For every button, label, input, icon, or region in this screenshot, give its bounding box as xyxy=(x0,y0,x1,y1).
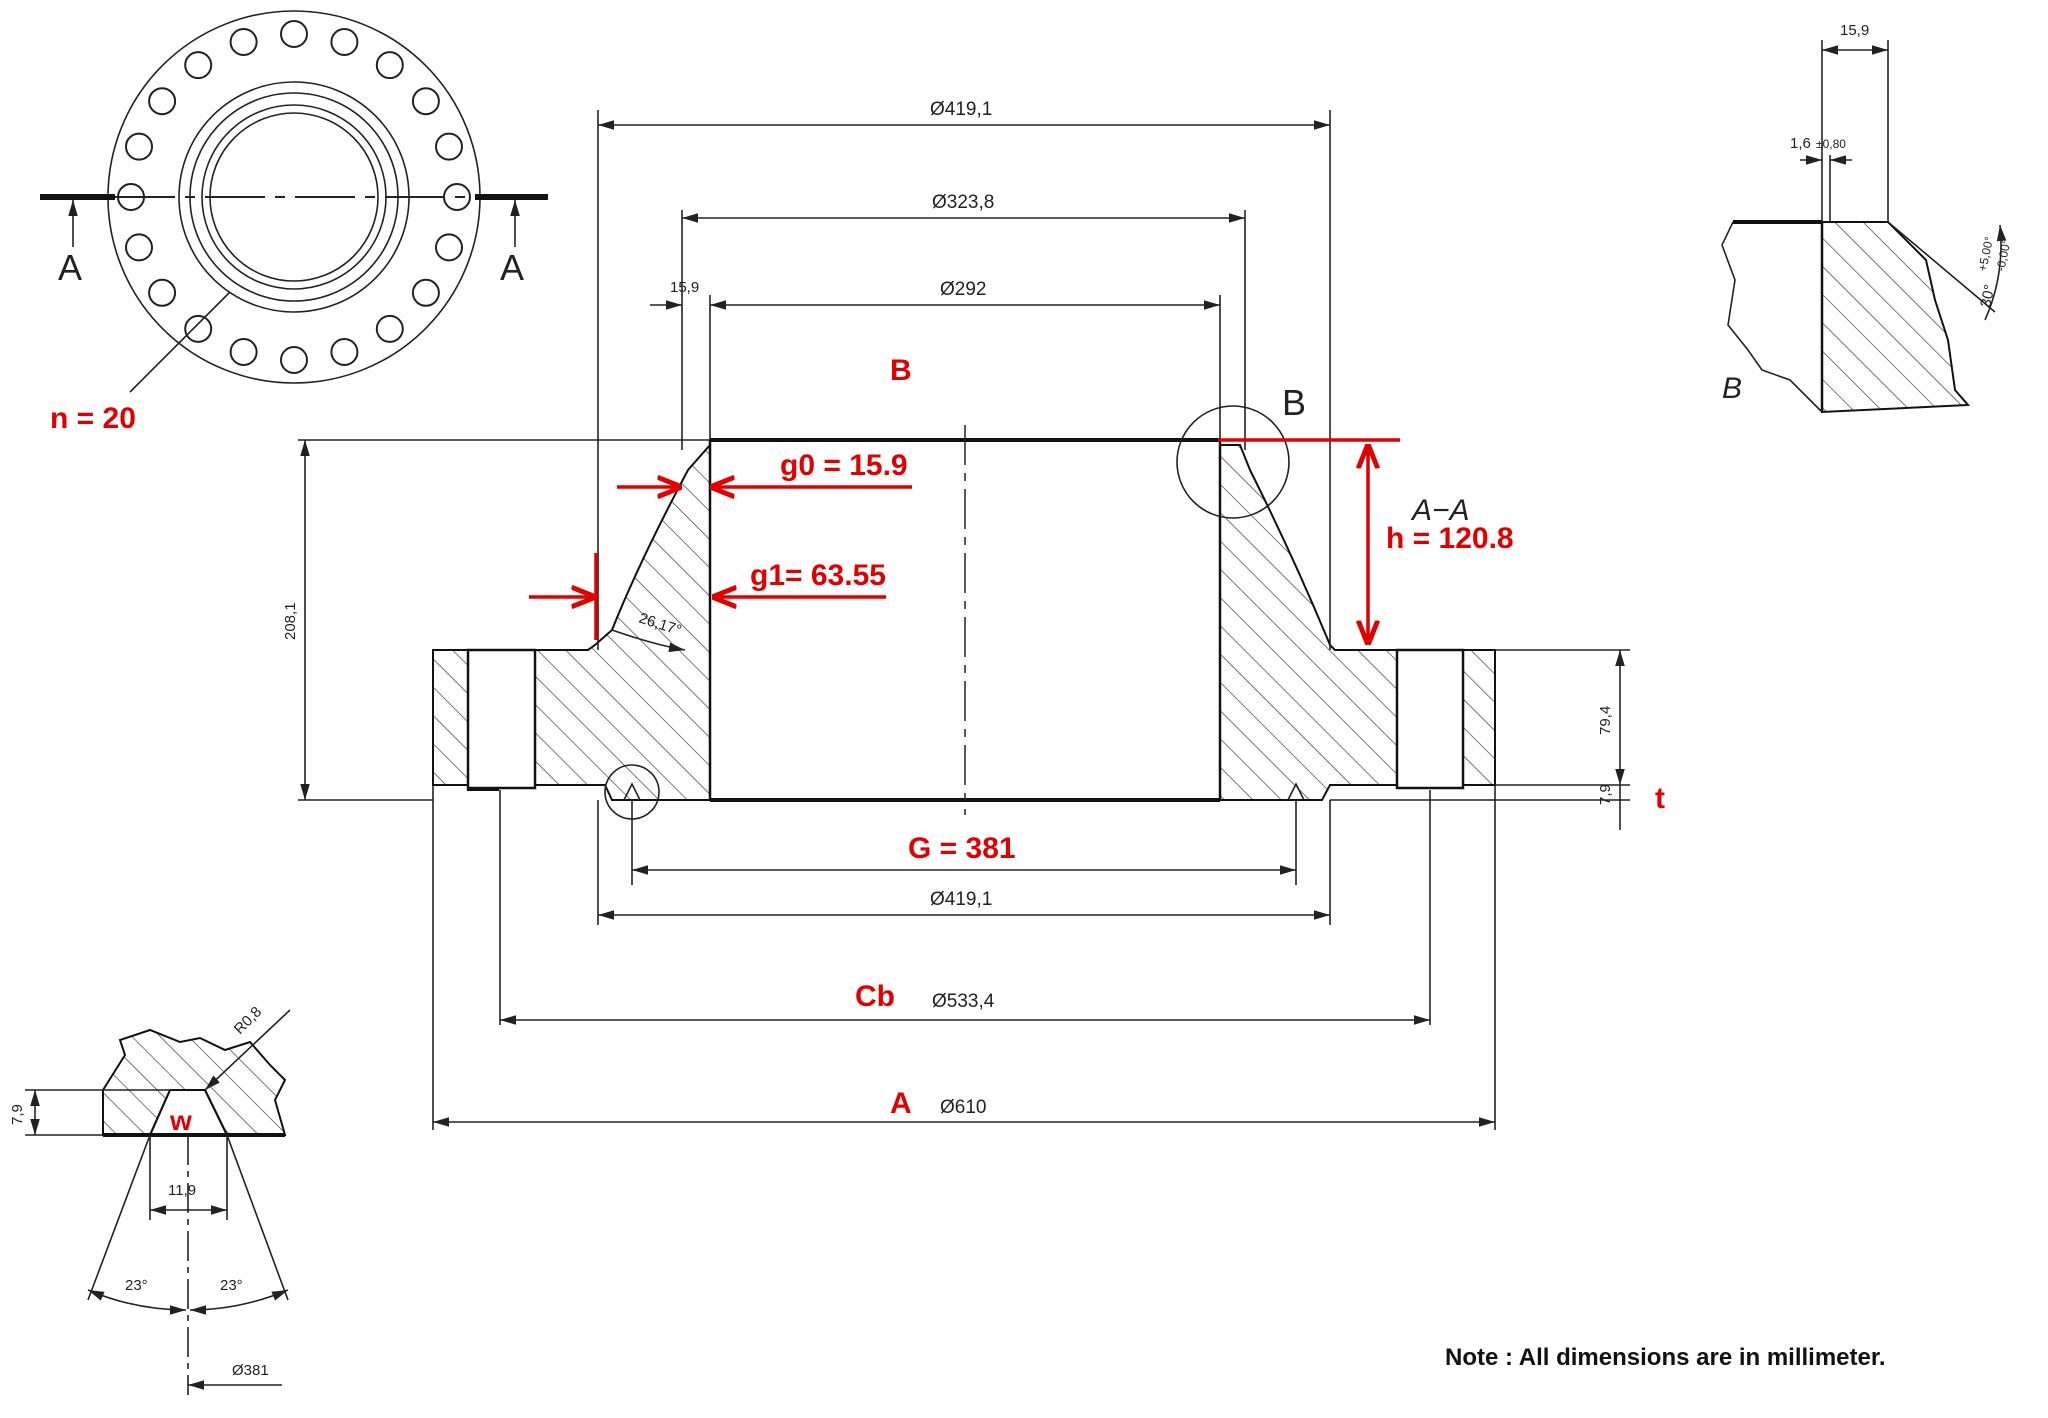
bolt-hole xyxy=(330,338,359,366)
bolt-hole xyxy=(148,278,177,307)
bolt-hole xyxy=(125,132,153,161)
bolt-hole xyxy=(330,28,359,56)
annotation-h: h = 120.8 xyxy=(1386,522,1514,555)
groove-angle-right: 23° xyxy=(220,1277,243,1294)
detail-b-view: 15,9 1,6 ±0,80 30° +5,00° -0,00° B xyxy=(1721,22,2014,414)
groove-diameter: Ø381 xyxy=(232,1362,269,1379)
bolt-hole xyxy=(125,233,153,262)
bolt-hole xyxy=(375,51,404,80)
annotation-w: w xyxy=(169,1105,192,1136)
detail-b-width: 15,9 xyxy=(1840,22,1869,39)
annotation-G: G = 381 xyxy=(908,832,1016,865)
detail-b-marker: B xyxy=(1282,382,1306,423)
bolt-hole xyxy=(375,314,404,343)
dim-d610: Ø610 xyxy=(940,1097,986,1118)
bolt-hole xyxy=(184,314,213,343)
bolt-holes xyxy=(117,20,471,374)
cut-label-left: A xyxy=(58,247,82,288)
bolt-hole xyxy=(280,346,308,374)
annotation-Cb: Cb xyxy=(855,980,895,1013)
annotation-n: n = 20 xyxy=(50,402,136,435)
detail-b-land-tol: ±0,80 xyxy=(1816,137,1846,151)
dim-d419-bottom: Ø419,1 xyxy=(930,889,992,910)
dim-d292: Ø292 xyxy=(940,279,986,300)
groove-radius: R0,8 xyxy=(231,1003,265,1037)
detail-b-bevel: 30° xyxy=(1977,283,1998,309)
dim-wall: 15,9 xyxy=(670,279,699,296)
bolt-hole xyxy=(411,87,440,116)
groove-depth: 7,9 xyxy=(9,1104,26,1125)
dim-height: 208,1 xyxy=(282,602,299,640)
dim-gasket-depth: 7,9 xyxy=(1597,784,1614,805)
bolt-hole xyxy=(148,87,177,116)
groove-width: 11,9 xyxy=(168,1182,196,1199)
annotation-g1: g1= 63.55 xyxy=(750,559,886,592)
bolt-hole xyxy=(229,28,258,56)
note-text: Note : All dimensions are in millimeter. xyxy=(1445,1344,1886,1371)
bolt-hole xyxy=(280,20,308,48)
dim-d533: Ø533,4 xyxy=(932,991,995,1012)
bolt-hole xyxy=(435,233,463,262)
annotation-b: B xyxy=(890,354,912,387)
dim-d419-top: Ø419,1 xyxy=(930,99,992,120)
dim-flange-thk: 79,4 xyxy=(1597,706,1614,735)
flange-section-view: B Ø419,1 Ø323,8 Ø292 15,9 208,1 79,4 xyxy=(282,99,1665,1130)
groove-angle-left: 23° xyxy=(125,1277,148,1294)
bolt-hole xyxy=(184,51,213,80)
detail-b-bevel-tol-minus: -0,00° xyxy=(1993,238,2013,273)
bolt-hole xyxy=(411,278,440,307)
detail-b-label: B xyxy=(1722,372,1742,405)
flange-top-view: A A n = 20 xyxy=(40,10,548,435)
groove-detail-view: 7,9 R0,8 11,9 23° 23° Ø381 w xyxy=(9,1003,291,1395)
annotation-A: A xyxy=(890,1087,912,1120)
annotation-g0: g0 = 15.9 xyxy=(780,449,908,482)
dim-d323: Ø323,8 xyxy=(932,192,994,213)
annotation-t: t xyxy=(1655,782,1665,815)
bolt-hole xyxy=(229,338,258,366)
detail-b-land: 1,6 xyxy=(1790,135,1811,152)
cut-label-right: A xyxy=(500,247,524,288)
section-label: A−A xyxy=(1410,494,1470,527)
bolt-hole xyxy=(435,132,463,161)
